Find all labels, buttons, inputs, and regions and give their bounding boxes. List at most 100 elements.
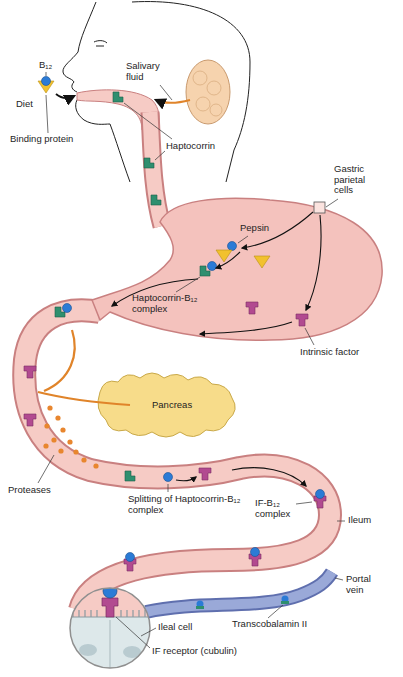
molecules-part xyxy=(228,242,237,251)
leader-lines-part xyxy=(155,151,165,160)
salivary-gland-part xyxy=(186,60,230,124)
protease-dots-part xyxy=(58,448,63,453)
portal-vein-part xyxy=(146,572,332,612)
leader-lines-part xyxy=(116,617,150,648)
process-arrows-part xyxy=(232,468,306,486)
ileal-inset-part-part xyxy=(60,617,170,618)
molecules-part xyxy=(151,195,161,205)
pancreas-part xyxy=(38,392,130,405)
ileal-inset-part-part-part xyxy=(90,610,91,617)
salivary-gland xyxy=(156,60,230,124)
leader-lines xyxy=(38,72,345,648)
ileal-inset xyxy=(60,584,170,677)
leader-lines-part xyxy=(124,103,172,139)
ileal-inset-part-part xyxy=(102,598,118,617)
leader-lines-part xyxy=(160,85,172,100)
molecules-part xyxy=(216,250,232,262)
molecules-part xyxy=(63,304,72,313)
ileal-inset-part-part xyxy=(103,584,117,598)
protease-dots-part xyxy=(47,405,52,410)
part-label: Binding protein xyxy=(10,134,73,145)
leader-lines-part xyxy=(305,328,314,345)
salivary-gland-part xyxy=(207,81,221,95)
leader-lines-part xyxy=(296,502,312,504)
leader-lines-part xyxy=(337,521,345,522)
leader-lines-part xyxy=(326,199,338,207)
part-label: IF-B₁₂ complex xyxy=(255,498,297,519)
protease-dots-part xyxy=(81,457,86,462)
part-label: Intrinsic factor xyxy=(300,347,359,358)
molecules-part xyxy=(281,601,289,604)
protease-dots-part xyxy=(60,427,65,432)
part-label: Diet xyxy=(16,99,33,110)
molecules-part xyxy=(24,366,36,378)
molecules-part xyxy=(199,468,211,480)
process-arrows xyxy=(56,94,321,486)
stomach xyxy=(92,198,382,340)
part-label: Proteases xyxy=(8,485,51,496)
leader-lines-part xyxy=(176,277,200,292)
protease-dots-part xyxy=(44,423,49,428)
ileal-inset-part-part-part xyxy=(132,610,133,617)
portal-vein xyxy=(146,572,332,612)
ileal-inset-part xyxy=(60,584,170,677)
salivary-gland-part xyxy=(193,71,207,85)
part-label: Pancreas xyxy=(152,400,192,411)
process-arrows-part xyxy=(306,215,321,310)
part-label: Gastric parietal cells xyxy=(334,164,378,196)
part-label: Portal vein xyxy=(346,574,380,595)
small-intestine-part xyxy=(24,310,330,610)
molecules-part xyxy=(125,471,135,481)
molecules-part xyxy=(251,548,260,557)
salivary-gland-part xyxy=(210,104,222,116)
pancreas xyxy=(38,330,235,437)
ileal-inset-part-part-part xyxy=(84,610,85,617)
molecules-part xyxy=(24,414,36,426)
molecules-part xyxy=(316,490,325,499)
leader-lines-part xyxy=(335,578,343,580)
leader-lines-part xyxy=(141,628,156,636)
process-arrows-part xyxy=(216,252,240,268)
molecules-part xyxy=(144,158,154,168)
salivary-gland-part xyxy=(196,97,210,111)
leader-lines-part xyxy=(238,236,248,243)
parietal-cell-box xyxy=(314,202,325,213)
part-label: Splitting of Haptocorrin-B₁₂ complex xyxy=(128,494,244,515)
small-intestine xyxy=(24,310,330,610)
head-outline-part xyxy=(63,2,96,92)
ileal-inset-part-part-part xyxy=(138,610,139,617)
esophagus-part xyxy=(150,112,162,226)
molecules-part xyxy=(164,473,173,482)
head-outline-part xyxy=(76,100,130,182)
protease-dots-part xyxy=(55,415,60,420)
protease-dots-part xyxy=(93,463,98,468)
molecules-part xyxy=(296,314,308,326)
part-label: Ileum xyxy=(348,515,371,526)
leader-lines-part xyxy=(168,484,169,492)
protease-dots-part xyxy=(73,449,78,454)
molecules-part xyxy=(42,77,51,86)
process-arrows-part xyxy=(200,322,292,334)
part-label: B₁₂ xyxy=(39,60,52,71)
part-label: Transcobalamin II xyxy=(232,619,308,630)
salivary-gland-part xyxy=(156,100,190,103)
portal-vein-part xyxy=(146,572,332,612)
protease-dots-part xyxy=(51,437,56,442)
ileal-inset-part-part-part xyxy=(120,610,121,617)
part-label: IF receptor (cubulin) xyxy=(152,646,237,657)
ileal-inset-part xyxy=(70,588,150,668)
head-outline-part xyxy=(94,41,107,43)
part-label: Haptocorrin-B₁₂ complex xyxy=(132,293,218,314)
protease-dots-part xyxy=(43,443,48,448)
molecules-part xyxy=(113,92,123,102)
part-label: Haptocorrin xyxy=(166,141,215,152)
protease-dots-part xyxy=(67,439,72,444)
molecules xyxy=(24,77,326,610)
leader-lines-part xyxy=(38,455,54,483)
esophagus xyxy=(150,112,162,226)
process-arrows-part xyxy=(176,477,196,481)
process-arrows-part xyxy=(56,94,74,98)
molecules-part xyxy=(254,256,270,268)
pancreas-part xyxy=(44,330,75,391)
